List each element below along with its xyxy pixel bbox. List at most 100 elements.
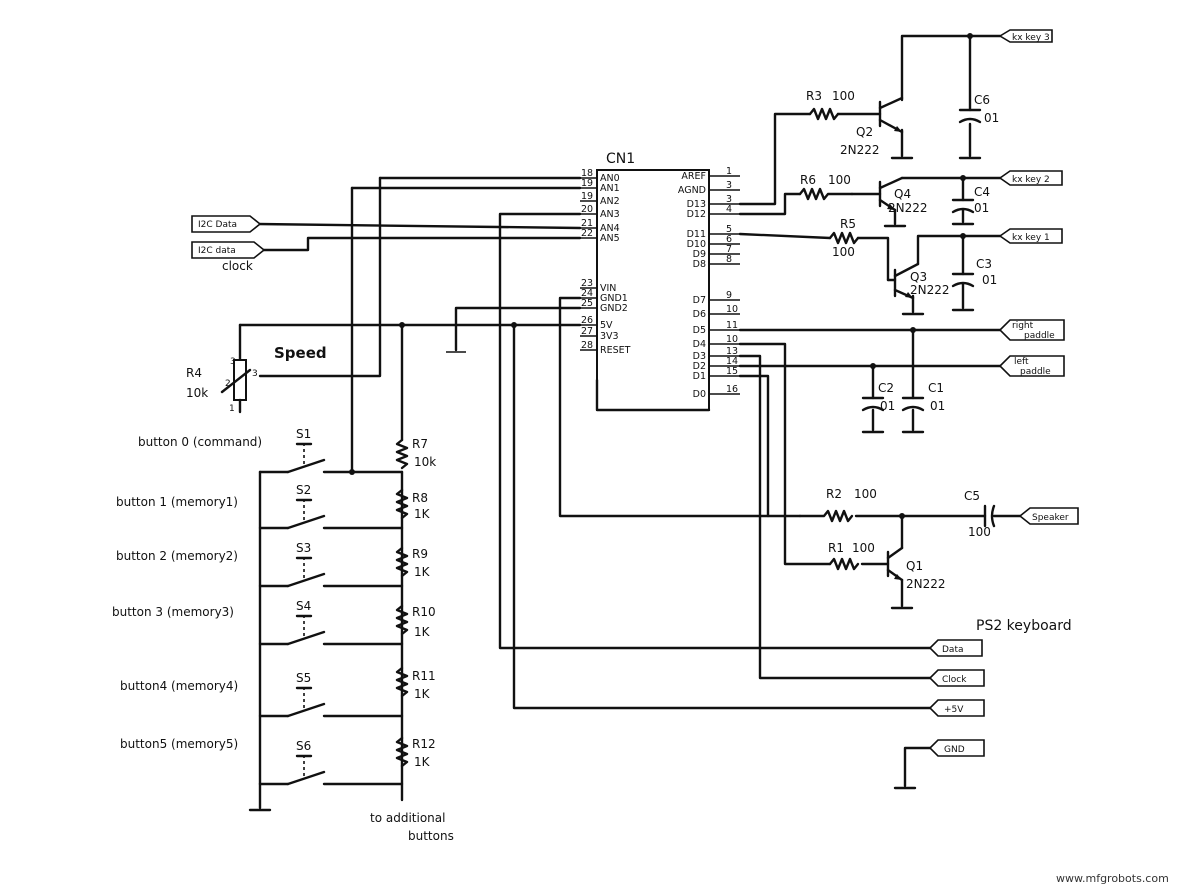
port-ps2-data: Data [928, 639, 983, 657]
port-key3: kx key 3 [998, 29, 1053, 43]
resistor-r1 [828, 557, 860, 571]
ic-right-pin-label: D1 [693, 371, 706, 382]
r2-value: 100 [854, 487, 877, 501]
ic-right-pin-label: D6 [693, 309, 706, 320]
r4-pin1: 1 [229, 404, 235, 414]
ic-left-pin-label: 3V3 [600, 331, 619, 342]
ic-left-pin-number: 24 [581, 288, 593, 299]
r6-ref: R6 [800, 173, 816, 187]
r4-value: 10k [186, 386, 208, 400]
c1-ref: C1 [928, 381, 944, 395]
ic-right-pin-label: D3 [693, 351, 706, 362]
r10-ref: R10 [412, 605, 436, 619]
ic-right-pin-number: 10 [726, 304, 738, 315]
capacitor-c1 [901, 396, 925, 412]
ic-right-pin-number: 14 [726, 356, 738, 367]
q1-collector [886, 546, 904, 560]
ic-right-pin-label: D4 [693, 339, 706, 350]
q2-collector [878, 96, 904, 110]
ic-right-pin-label: D13 [687, 199, 706, 210]
resistor-r9 [395, 546, 409, 578]
wire-ps2-data [498, 212, 932, 650]
resistor-r8 [395, 488, 409, 520]
resistor-r7 [395, 438, 409, 470]
ground-symbols [248, 156, 982, 812]
c1-value: 01 [930, 399, 945, 413]
wire-d12 [738, 192, 802, 216]
port-key2-label: kx key 2 [1012, 175, 1050, 185]
ic-left-pin-number: 28 [581, 340, 593, 351]
switch-ref: S2 [296, 483, 311, 497]
wire-d1 [738, 374, 770, 518]
c5-value: 100 [968, 525, 991, 539]
resistor-r2 [798, 509, 854, 523]
transistor-q2: Q2 2N222 [840, 96, 904, 157]
port-speaker-shape [1018, 507, 1079, 525]
port-key1-shape [998, 228, 1063, 244]
ic-right-pin-label: D0 [693, 389, 706, 400]
junction-dot [967, 33, 973, 39]
switch-blade [286, 572, 326, 588]
ic-left-pin-number: 19 [581, 191, 593, 202]
wire-q2-key3 [900, 34, 1002, 102]
ic-right-pin-number: 13 [726, 346, 738, 357]
ic-left-pin-number: 22 [581, 228, 593, 239]
ic-right-pin-label: D7 [693, 295, 706, 306]
ic-right-pin-number: 5 [726, 224, 732, 235]
port-left-paddle: left paddle [998, 355, 1065, 377]
ic-right-pin-number: 10 [726, 334, 738, 345]
ic-right-pin-label: D11 [687, 229, 706, 240]
q3-ref: Q3 [910, 270, 927, 284]
ic-right-pin-number: 3 [726, 180, 732, 191]
port-i2c-clock: I2C data clock [191, 241, 266, 273]
q4-collector [878, 176, 904, 190]
ic-left-pin-number: 18 [581, 168, 593, 179]
ic-right-pin-number: 4 [726, 204, 732, 215]
switch-ref: S3 [296, 541, 311, 555]
port-right-paddle: right paddle [998, 319, 1065, 341]
capacitor-c4 [951, 198, 975, 214]
ic-cn1-body [596, 169, 710, 411]
port-ps2-gnd-label: GND [944, 745, 965, 755]
q1-ref: Q1 [906, 559, 923, 573]
speed-label: Speed [274, 344, 327, 362]
c3-ref: C3 [976, 257, 992, 271]
q4-value: 2N222 [888, 201, 928, 215]
ic-cn1-name: CN1 [606, 151, 635, 167]
port-key3-label: kx key 3 [1012, 33, 1050, 43]
resistors: R3 100 R6 100 R5 100 R2 100 R1 100 R4 10… [186, 89, 877, 769]
r11-value: 1K [414, 687, 431, 701]
r4-wiper-arrow [220, 368, 252, 394]
c4-ref: C4 [974, 185, 990, 199]
q4-ref: Q4 [894, 187, 911, 201]
q3-collector [893, 262, 920, 278]
switch-label: button5 (memory5) [120, 737, 238, 751]
wire-d13 [738, 112, 812, 206]
r1-ref: R1 [828, 541, 844, 555]
q1-emitter-arrow [894, 574, 902, 580]
r5-ref: R5 [840, 217, 856, 231]
r8-value: 1K [414, 507, 431, 521]
r3-value: 100 [832, 89, 855, 103]
port-ps2-5v-label: +5V [944, 705, 964, 715]
ic-right-pin-number: 8 [726, 254, 732, 265]
port-i2c-data: I2C Data [191, 215, 262, 233]
port-left-paddle-label-b: paddle [1020, 367, 1051, 377]
port-key2: kx key 2 [998, 170, 1063, 186]
ic-right-pin-number: 16 [726, 384, 738, 395]
r4-pin2: 2 [225, 379, 231, 389]
ic-left-pin-label: AN0 [600, 173, 620, 184]
port-i2c-clock-label: I2C data [198, 246, 236, 256]
port-speaker: Speaker [1018, 507, 1079, 525]
r3-ref: R3 [806, 89, 822, 103]
switch-label: button4 (memory4) [120, 679, 238, 693]
ic-left-pin-label: GND1 [600, 293, 628, 304]
r7-value: 10k [414, 455, 436, 469]
ic-right-pin-number: 1 [726, 166, 732, 177]
q2-value: 2N222 [840, 143, 880, 157]
port-ps2-clock-label: Clock [942, 675, 967, 685]
ic-left-pin-label: AN1 [600, 183, 620, 194]
port-i2c-data-shape [191, 215, 262, 233]
switch-label: button 3 (memory3) [112, 605, 234, 619]
